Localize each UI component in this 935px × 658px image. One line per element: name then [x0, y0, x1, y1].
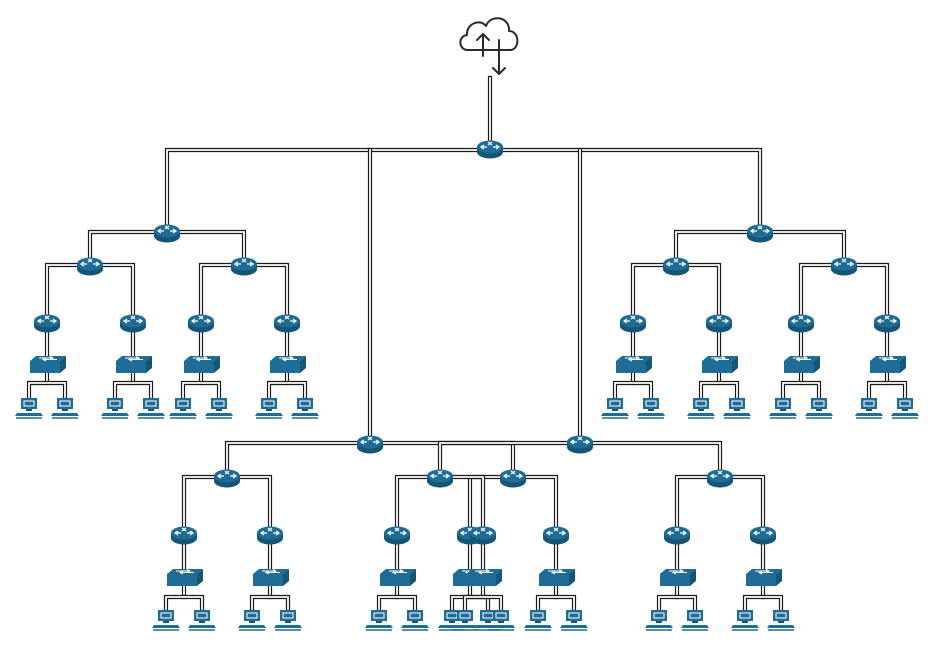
- branch-center-left-aggregation-router-icon-0[interactable]: [214, 469, 240, 488]
- branch-left-pod-0a-workstation-icon-a[interactable]: [15, 398, 43, 419]
- branch-center-left-pod-0b-pc-bus: [249, 594, 291, 612]
- branch-left-pod-0a-router-icon[interactable]: [34, 314, 60, 333]
- branch-right-pod-1a-router-icon[interactable]: [788, 314, 814, 333]
- branch-center-right-aggregation-router-icon-1[interactable]: [707, 469, 733, 488]
- branch-right-pod-1b-workstation-icon-b[interactable]: [891, 398, 919, 419]
- branch-left-pod-1b-pc-bus: [266, 380, 308, 400]
- branch-center-right-pod-0b-pc-bus: [462, 594, 504, 612]
- branch-left-pod-1b-workstation-icon-b[interactable]: [291, 398, 319, 419]
- branch-center-left-pod-0a-switch-icon[interactable]: [167, 569, 203, 586]
- branch-left-pod-0b-switch-icon[interactable]: [116, 356, 152, 373]
- branch-center-right-pod-0a-workstation-icon-a[interactable]: [365, 610, 393, 631]
- nodes-layer: [15, 17, 919, 631]
- branch-right-pod-0a-workstation-icon-b[interactable]: [637, 398, 665, 419]
- branch-center-left-pod-0a-router-icon[interactable]: [171, 526, 197, 545]
- branch-left-pod-1b-router-icon[interactable]: [274, 314, 300, 333]
- branch-right-pod-0a-router-icon[interactable]: [620, 314, 646, 333]
- branch-center-right-pod-1b-switch-icon[interactable]: [746, 569, 782, 586]
- branch-left-pod-1b-workstation-icon-a[interactable]: [255, 398, 283, 419]
- branch-center-right-pod-1b-workstation-icon-a[interactable]: [731, 610, 759, 631]
- branch-center-right-pod-0b-switch-icon[interactable]: [466, 569, 502, 586]
- branch-right-pod-0a-pc-bus: [612, 380, 654, 400]
- branch-center-right-pod-1a-workstation-icon-b[interactable]: [681, 610, 709, 631]
- branch-center-right-pod-0a-switch-icon[interactable]: [380, 569, 416, 586]
- branch-right-pod-1a-switch-icon[interactable]: [784, 356, 820, 373]
- branch-right-pod-1a-workstation-icon-a[interactable]: [769, 398, 797, 419]
- branch-left-pod-0b-workstation-icon-a[interactable]: [101, 398, 129, 419]
- branch-center-right-aggregation-router-icon-0[interactable]: [427, 469, 453, 488]
- branch-center-right-pod-0b-workstation-icon-a[interactable]: [451, 610, 479, 631]
- branch-center-left-pod-0a-pc-bus: [163, 594, 205, 612]
- branch-right-pod-0a-switch-icon[interactable]: [616, 356, 652, 373]
- core-outer-links: [164, 147, 763, 235]
- branch-center-right-pod-0b-workstation-icon-b[interactable]: [487, 610, 515, 631]
- branch-center-right-pod-0a-pc-bus: [376, 594, 418, 612]
- branch-left-pod-0a-workstation-icon-b[interactable]: [51, 398, 79, 419]
- branch-center-right-pod-1b-pc-bus: [742, 594, 784, 612]
- branch-right-pod-0b-workstation-icon-b[interactable]: [723, 398, 751, 419]
- branch-center-left-pod-1b-workstation-icon-a[interactable]: [524, 610, 552, 631]
- branch-center-right-pod-0a-workstation-icon-b[interactable]: [401, 610, 429, 631]
- branch-left-pod-1b-switch-icon[interactable]: [270, 356, 306, 373]
- branch-right-pod-0b-switch-icon[interactable]: [702, 356, 738, 373]
- branch-center-right-pod-1b-workstation-icon-b[interactable]: [767, 610, 795, 631]
- branch-right-pod-1b-switch-icon[interactable]: [870, 356, 906, 373]
- branch-left-pod-1a-router-icon[interactable]: [188, 314, 214, 333]
- branch-center-left-pod-0b-workstation-icon-b[interactable]: [274, 610, 302, 631]
- branch-center-right-distribution-router-icon[interactable]: [567, 435, 593, 454]
- branch-left-pod-0a-pc-bus: [26, 380, 68, 400]
- branch-right-pod-0b-router-icon[interactable]: [706, 314, 732, 333]
- branch-right-aggregation-router-icon-0[interactable]: [663, 257, 689, 276]
- branch-center-right-pod-0a-router-icon[interactable]: [384, 526, 410, 545]
- branch-left-pod-0b-router-icon[interactable]: [120, 314, 146, 333]
- branch-center-left-pod-0b-switch-icon[interactable]: [253, 569, 289, 586]
- branch-right-pod-1a-pc-bus: [780, 380, 822, 400]
- branch-center-left-aggregation-router-icon-1[interactable]: [500, 469, 526, 488]
- branch-left-pod-1a-workstation-icon-b[interactable]: [205, 398, 233, 419]
- branch-left-aggregation-router-icon-0[interactable]: [77, 257, 103, 276]
- branch-right-pod-1b-pc-bus: [866, 380, 908, 400]
- branch-center-right-pod-1a-pc-bus: [656, 594, 698, 612]
- branch-center-right-pod-1b-router-icon[interactable]: [750, 526, 776, 545]
- branch-center-left-pod-1b-switch-icon[interactable]: [539, 569, 575, 586]
- branch-center-right-pod-1a-router-icon[interactable]: [664, 526, 690, 545]
- branch-right-pod-0a-workstation-icon-a[interactable]: [601, 398, 629, 419]
- branch-center-right-pod-1a-switch-icon[interactable]: [660, 569, 696, 586]
- branch-left-pod-1a-pc-bus: [180, 380, 222, 400]
- branch-left-aggregation-router-icon-1[interactable]: [231, 257, 257, 276]
- branch-left-pod-1a-workstation-icon-a[interactable]: [169, 398, 197, 419]
- branch-center-left-pod-1b-router-icon[interactable]: [543, 526, 569, 545]
- branch-left-pod-0a-switch-icon[interactable]: [30, 356, 66, 373]
- branch-center-left-pod-0b-workstation-icon-a[interactable]: [238, 610, 266, 631]
- branch-left-pod-0b-workstation-icon-b[interactable]: [137, 398, 165, 419]
- branch-left-distribution-router-icon[interactable]: [154, 224, 180, 243]
- branch-center-right-pod-0b-router-icon[interactable]: [470, 526, 496, 545]
- branch-right-pod-1b-router-icon[interactable]: [874, 314, 900, 333]
- branch-center-left-pod-0b-router-icon[interactable]: [257, 526, 283, 545]
- branch-right-pod-0b-workstation-icon-a[interactable]: [687, 398, 715, 419]
- branch-left-pod-0b-pc-bus: [112, 380, 154, 400]
- branch-center-left-pod-0a-workstation-icon-b[interactable]: [188, 610, 216, 631]
- branch-center-left-pod-1b-pc-bus: [535, 594, 577, 612]
- branch-center-left-pod-0a-workstation-icon-a[interactable]: [152, 610, 180, 631]
- branch-right-pod-1a-workstation-icon-b[interactable]: [805, 398, 833, 419]
- branch-center-left-pod-1b-workstation-icon-b[interactable]: [560, 610, 588, 631]
- router-core[interactable]: [477, 140, 503, 159]
- branch-center-right-pod-1a-workstation-icon-a[interactable]: [645, 610, 673, 631]
- branch-right-aggregation-router-icon-1[interactable]: [831, 257, 857, 276]
- branch-right-pod-1b-workstation-icon-a[interactable]: [855, 398, 883, 419]
- branch-right-pod-0b-pc-bus: [698, 380, 740, 400]
- branch-center-left-distribution-router-icon[interactable]: [357, 435, 383, 454]
- branch-right-distribution-router-icon[interactable]: [747, 224, 773, 243]
- cloud-icon[interactable]: [459, 17, 519, 75]
- branch-left-pod-1a-switch-icon[interactable]: [184, 356, 220, 373]
